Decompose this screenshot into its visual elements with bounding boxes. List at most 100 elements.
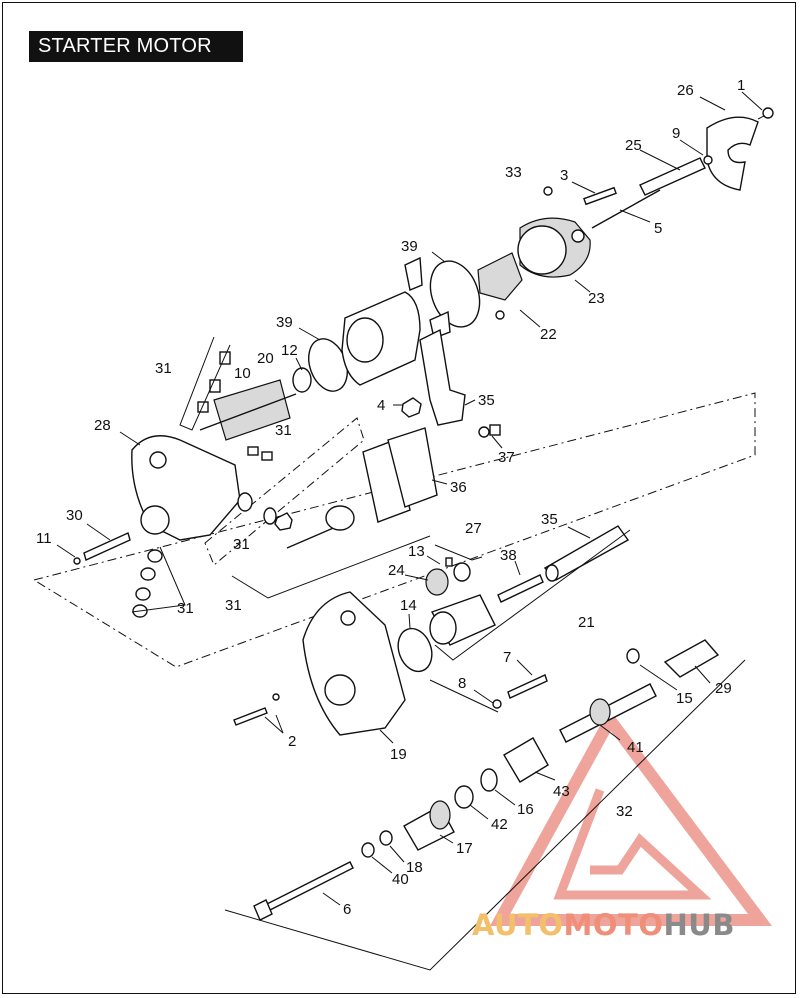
callout-6: 6: [343, 901, 351, 918]
watermark-text: AUTOMOTOHUB: [472, 908, 735, 942]
callout-3: 3: [560, 167, 568, 184]
pinion-17: [403, 800, 455, 851]
callout-23: 23: [588, 290, 605, 307]
callout-10: 10: [234, 365, 251, 382]
callout-11: 11: [36, 530, 52, 547]
callout-31-e: 31: [225, 597, 242, 614]
contacts-31: [237, 446, 293, 531]
callout-18: 18: [406, 859, 423, 876]
bolt-37: [478, 424, 501, 438]
screw-3: [543, 186, 617, 206]
gasket-36: [362, 427, 438, 523]
leader-lines: [56, 91, 763, 906]
callout-43: 43: [553, 783, 570, 800]
callout-21: 21: [578, 614, 595, 631]
callout-16: 16: [517, 801, 534, 818]
ring-16: [480, 768, 498, 792]
clutch-21: [429, 529, 631, 661]
washers-31: [131, 546, 186, 618]
callout-19: 19: [390, 746, 407, 763]
watermark-hub: HUB: [663, 908, 735, 942]
washer-40: [361, 842, 375, 858]
callout-36: 36: [450, 479, 467, 496]
shaft-41: [559, 683, 657, 743]
spring-42: [454, 785, 474, 809]
callout-12: 12: [281, 342, 298, 359]
callout-37: 37: [498, 449, 515, 466]
callout-22: 22: [540, 326, 557, 343]
watermark-auto: AUTO: [472, 908, 564, 942]
callout-25: 25: [625, 137, 642, 154]
watermark-moto: MOTO: [563, 908, 664, 942]
callout-41: 41: [627, 739, 644, 756]
callout-numbers: 1 26 9 25 33 3 5 39 23 22 39 31 20 12 10…: [36, 77, 745, 918]
bolt-7: [429, 674, 548, 713]
bolt-2: [233, 693, 280, 726]
o-ring-14: [397, 627, 433, 673]
armature-20: [199, 379, 297, 441]
callout-8: 8: [458, 675, 466, 692]
shift-lever-35: [419, 328, 466, 426]
callout-31-b: 31: [275, 422, 292, 439]
callout-40: 40: [392, 871, 409, 888]
leader-31-bracket: [231, 535, 431, 599]
callout-2: 2: [288, 733, 296, 750]
subassembly-outline-solenoid: [204, 417, 365, 566]
callout-35-shaft: 35: [541, 511, 558, 528]
callout-7: 7: [503, 649, 511, 666]
bearing-12: [292, 367, 312, 393]
callout-33: 33: [505, 164, 522, 181]
callout-27: 27: [465, 520, 482, 537]
callout-1: 1: [737, 77, 745, 94]
clip-15: [626, 648, 640, 664]
screw-1: [757, 107, 774, 120]
leader-32-bracket: [224, 659, 746, 971]
page-title: STARTER MOTOR: [29, 31, 243, 62]
callout-32: 32: [616, 803, 633, 820]
washer-18: [379, 830, 393, 846]
pinion-shaft-35: [543, 525, 630, 582]
callout-4: 4: [377, 397, 385, 414]
plunger: [286, 505, 355, 549]
gear-housing-28: [131, 435, 241, 541]
nut-4: [401, 397, 422, 418]
callout-35-lever: 35: [478, 392, 495, 409]
callout-39-lower: 39: [276, 314, 293, 331]
end-cap-26: [706, 116, 759, 191]
callout-29: 29: [715, 680, 732, 697]
field-frame: [341, 256, 451, 386]
callout-31-a: 31: [155, 360, 172, 377]
callout-9: 9: [672, 125, 680, 142]
ball-11: [73, 557, 81, 565]
spring-30: [83, 532, 131, 561]
callout-38: 38: [500, 547, 517, 564]
gear-24: [425, 544, 483, 596]
bolt-6: [253, 861, 354, 921]
housing-23: [517, 217, 591, 278]
brush-plate-25: [591, 155, 713, 229]
callout-30: 30: [66, 507, 83, 524]
o-ring-39-upper: [429, 260, 481, 328]
spring-38: [497, 574, 544, 603]
callout-31-d: 31: [177, 600, 194, 617]
callout-39-upper: 39: [401, 238, 418, 255]
callout-13: 13: [408, 543, 425, 560]
callout-15: 15: [676, 690, 693, 707]
callout-31-c: 31: [233, 536, 250, 553]
watermark-logo: [489, 708, 772, 926]
sleeve-29: [663, 639, 720, 678]
callout-14: 14: [400, 597, 417, 614]
subassembly-outline-armature: [32, 392, 756, 668]
brush-bits-31: [179, 336, 231, 431]
callout-26: 26: [677, 82, 694, 99]
callout-24: 24: [388, 562, 405, 579]
callout-5: 5: [654, 220, 662, 237]
drive-housing-19: [302, 591, 406, 736]
callout-42: 42: [491, 816, 508, 833]
callout-28: 28: [94, 417, 111, 434]
callout-17: 17: [456, 840, 473, 857]
callout-20: 20: [257, 350, 274, 367]
